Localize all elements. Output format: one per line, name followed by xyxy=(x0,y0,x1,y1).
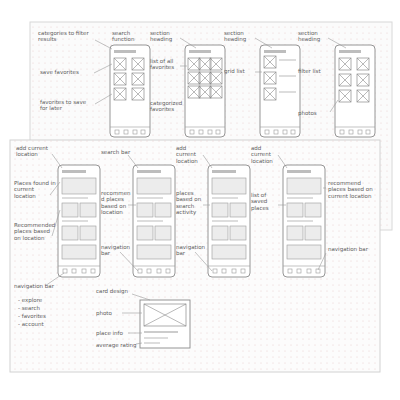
sketch-note: Recommended places based on location xyxy=(14,222,56,241)
sketch-note: list of saved places xyxy=(251,192,282,211)
sketch-note: photo xyxy=(96,310,124,316)
sketch-note: average rating xyxy=(96,342,138,348)
sketch-note: Places found in current location xyxy=(14,180,56,199)
sketch-note: photos xyxy=(298,110,332,116)
sketch-note: recommend places based on current locati… xyxy=(328,180,374,199)
sketch-note: filter list xyxy=(298,68,332,74)
sketch-note: places based on search activity xyxy=(176,190,207,215)
sketch-note: save favorites xyxy=(40,69,92,75)
sketch-note: place info xyxy=(96,330,130,336)
sketch-note: card design xyxy=(96,288,136,294)
sketch-note: navigation bar xyxy=(176,244,207,257)
sketch-note: favorites to save for later xyxy=(40,99,95,112)
sketch-note: section heading xyxy=(224,30,258,43)
sketch-note: - explore xyxy=(18,297,58,303)
sketch-note: add current location xyxy=(16,145,56,158)
sketch-note: navigation bar xyxy=(328,246,372,252)
sketch-note: add current location xyxy=(251,145,282,164)
sketch-note: navigation bar xyxy=(101,244,132,257)
sketch-note: grid list xyxy=(224,68,258,74)
sketch-note: navigation bar xyxy=(14,283,56,289)
sketch-note: - account xyxy=(18,321,58,327)
sketch-note: search bar xyxy=(101,149,132,155)
sketch-note: - search xyxy=(18,305,58,311)
sketch-note: recommend places based on location xyxy=(101,190,132,215)
sketch-note: search function xyxy=(112,30,152,43)
sketch-note: add current location xyxy=(176,145,207,164)
sketch-note: list of all favorites xyxy=(150,58,184,71)
sketch-note: - favorites xyxy=(18,313,58,319)
sketch-note: categorized favorites xyxy=(150,100,184,113)
sketch-note: section heading xyxy=(298,30,332,43)
sketch-note: section heading xyxy=(150,30,184,43)
sketch-note: categories to filter results xyxy=(38,30,96,43)
